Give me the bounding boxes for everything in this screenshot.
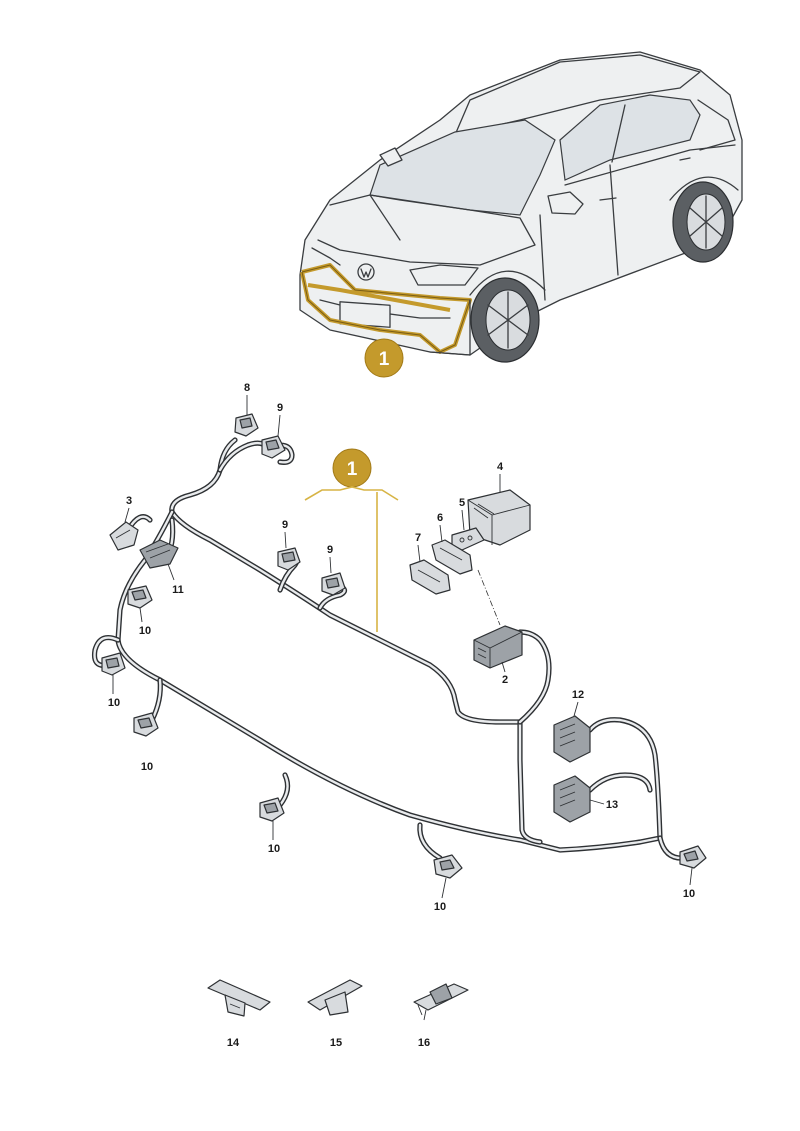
connector-2[interactable] xyxy=(473,625,523,669)
callout-10-a: 10 xyxy=(139,625,151,637)
callout-10-e: 10 xyxy=(434,901,446,913)
connector-13[interactable] xyxy=(553,775,591,823)
sensor-10-a[interactable] xyxy=(127,585,153,609)
callout-8: 8 xyxy=(244,382,250,394)
callout-10-c: 10 xyxy=(141,761,153,773)
callout-13: 13 xyxy=(606,799,618,811)
sensor-10-d[interactable] xyxy=(259,797,285,822)
callout-10-b: 10 xyxy=(108,697,120,709)
callout-badge-car[interactable]: 1 xyxy=(364,338,404,378)
callout-4: 4 xyxy=(497,461,504,473)
callout-2: 2 xyxy=(502,674,508,686)
seal-5[interactable] xyxy=(451,527,485,551)
sensor-9-mid-b[interactable] xyxy=(321,572,346,596)
callout-badge-harness[interactable]: 1 xyxy=(332,448,372,488)
sensor-10-f[interactable] xyxy=(679,845,707,869)
sensor-9-mid-a[interactable] xyxy=(277,547,301,571)
callout-7: 7 xyxy=(415,532,421,544)
assembly-dash-line xyxy=(477,569,501,626)
callout-6: 6 xyxy=(437,512,443,524)
clip-6[interactable] xyxy=(431,539,473,575)
bracket-16[interactable] xyxy=(413,983,469,1021)
callout-16: 16 xyxy=(418,1037,430,1049)
bracket-15[interactable] xyxy=(307,979,363,1016)
callout-12: 12 xyxy=(572,689,584,701)
harness-bracket-line xyxy=(304,486,399,632)
callout-10-d: 10 xyxy=(268,843,280,855)
clip-7[interactable] xyxy=(409,559,451,595)
sensor-10-e[interactable] xyxy=(433,854,463,879)
callout-5: 5 xyxy=(459,497,465,509)
wiring-harness xyxy=(91,437,688,861)
sensor-10-b[interactable] xyxy=(101,652,126,676)
bracket-14[interactable] xyxy=(207,979,271,1017)
callout-15: 15 xyxy=(330,1037,342,1049)
callout-14: 14 xyxy=(227,1037,240,1049)
sensor-9-top[interactable] xyxy=(261,435,286,459)
connector-12[interactable] xyxy=(553,715,591,763)
sensor-10-c[interactable] xyxy=(133,712,159,737)
vehicle-illustration xyxy=(299,51,743,363)
callout-10-f: 10 xyxy=(683,888,695,900)
sensor-8[interactable] xyxy=(234,413,259,437)
callout-9-mid-b: 9 xyxy=(327,544,333,556)
callout-9-mid-a: 9 xyxy=(282,519,288,531)
connector-3[interactable] xyxy=(109,521,139,551)
badge-car-label: 1 xyxy=(379,349,390,370)
connector-11[interactable] xyxy=(139,539,179,569)
badge-harness-label: 1 xyxy=(347,459,358,480)
callout-11: 11 xyxy=(172,584,184,596)
callout-9-top: 9 xyxy=(277,402,283,414)
callout-3: 3 xyxy=(126,495,132,507)
callout-labels: 8 9 3 11 9 9 4 5 6 7 2 10 10 10 10 10 10… xyxy=(108,382,695,1049)
